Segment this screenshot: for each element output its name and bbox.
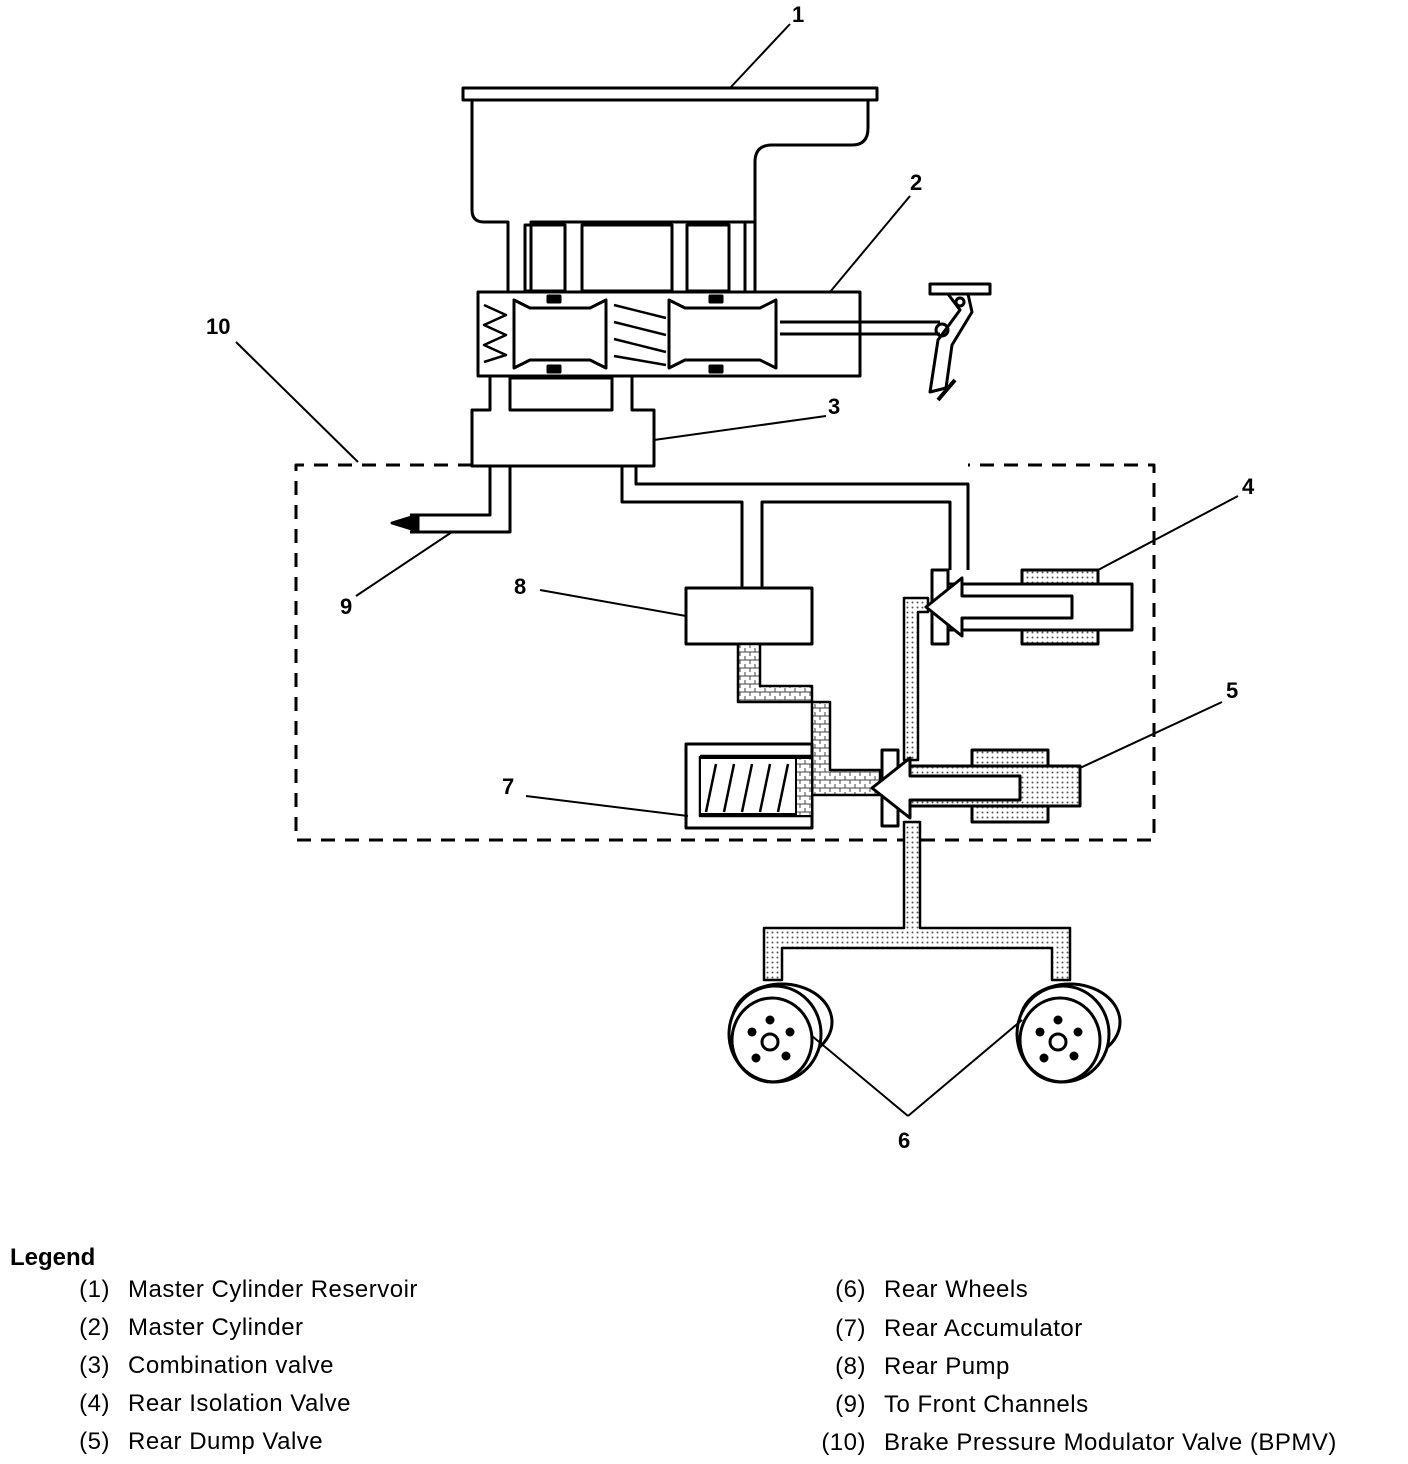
legend-item-2: (2)Master Cylinder [79,1314,304,1341]
legend-title: Legend [10,1244,96,1271]
callout-6: 6 [898,1128,910,1153]
master-cylinder [476,290,940,378]
callout-10: 10 [206,314,230,339]
bpmv-boundary [294,463,1156,842]
rear-accumulator [684,742,814,830]
callout-4: 4 [1242,474,1255,499]
callout-9: 9 [340,594,352,619]
callout-labels: 1 2 3 4 5 6 7 8 9 10 [206,2,1255,1153]
legend-item-1: (1)Master Cylinder Reservoir [79,1276,418,1303]
callout-2: 2 [910,170,922,195]
callout-3: 3 [828,394,840,419]
brake-pedal-icon [928,282,992,402]
legend-item-7: (7)Rear Accumulator [835,1315,1083,1342]
legend-item-8: (8)Rear Pump [835,1353,1010,1380]
rear-wheel-right-icon [1015,982,1122,1084]
rear-wheel-line [902,596,930,762]
rear-brake-line [620,466,970,590]
legend: Legend (1)Master Cylinder Reservoir (2)M… [0,1238,1408,1464]
legend-item-9: (9)To Front Channels [835,1391,1089,1418]
callout-8: 8 [514,574,526,599]
bpmv-hydraulic-diagram: 1 2 3 4 5 6 7 8 9 10 [206,2,1255,1153]
legend-item-10: (10)Brake Pressure Modulator Valve (BPMV… [821,1429,1337,1456]
callout-5: 5 [1226,678,1238,703]
callout-7: 7 [502,774,514,799]
legend-item-6: (6)Rear Wheels [835,1276,1029,1303]
legend-item-4: (4)Rear Isolation Valve [79,1390,351,1417]
callout-1: 1 [792,2,804,27]
front-channel-line [390,466,512,534]
combination-valve [470,376,656,468]
master-cylinder-reservoir [461,86,879,293]
legend-item-3: (3)Combination valve [79,1352,334,1379]
leader-lines [235,23,1239,1117]
rear-isolation-valve [924,568,1134,646]
rear-dump-valve [870,748,1082,828]
rear-wheel-left-icon [727,982,834,1084]
legend-item-5: (5)Rear Dump Valve [79,1428,324,1455]
rear-pump [684,586,814,646]
